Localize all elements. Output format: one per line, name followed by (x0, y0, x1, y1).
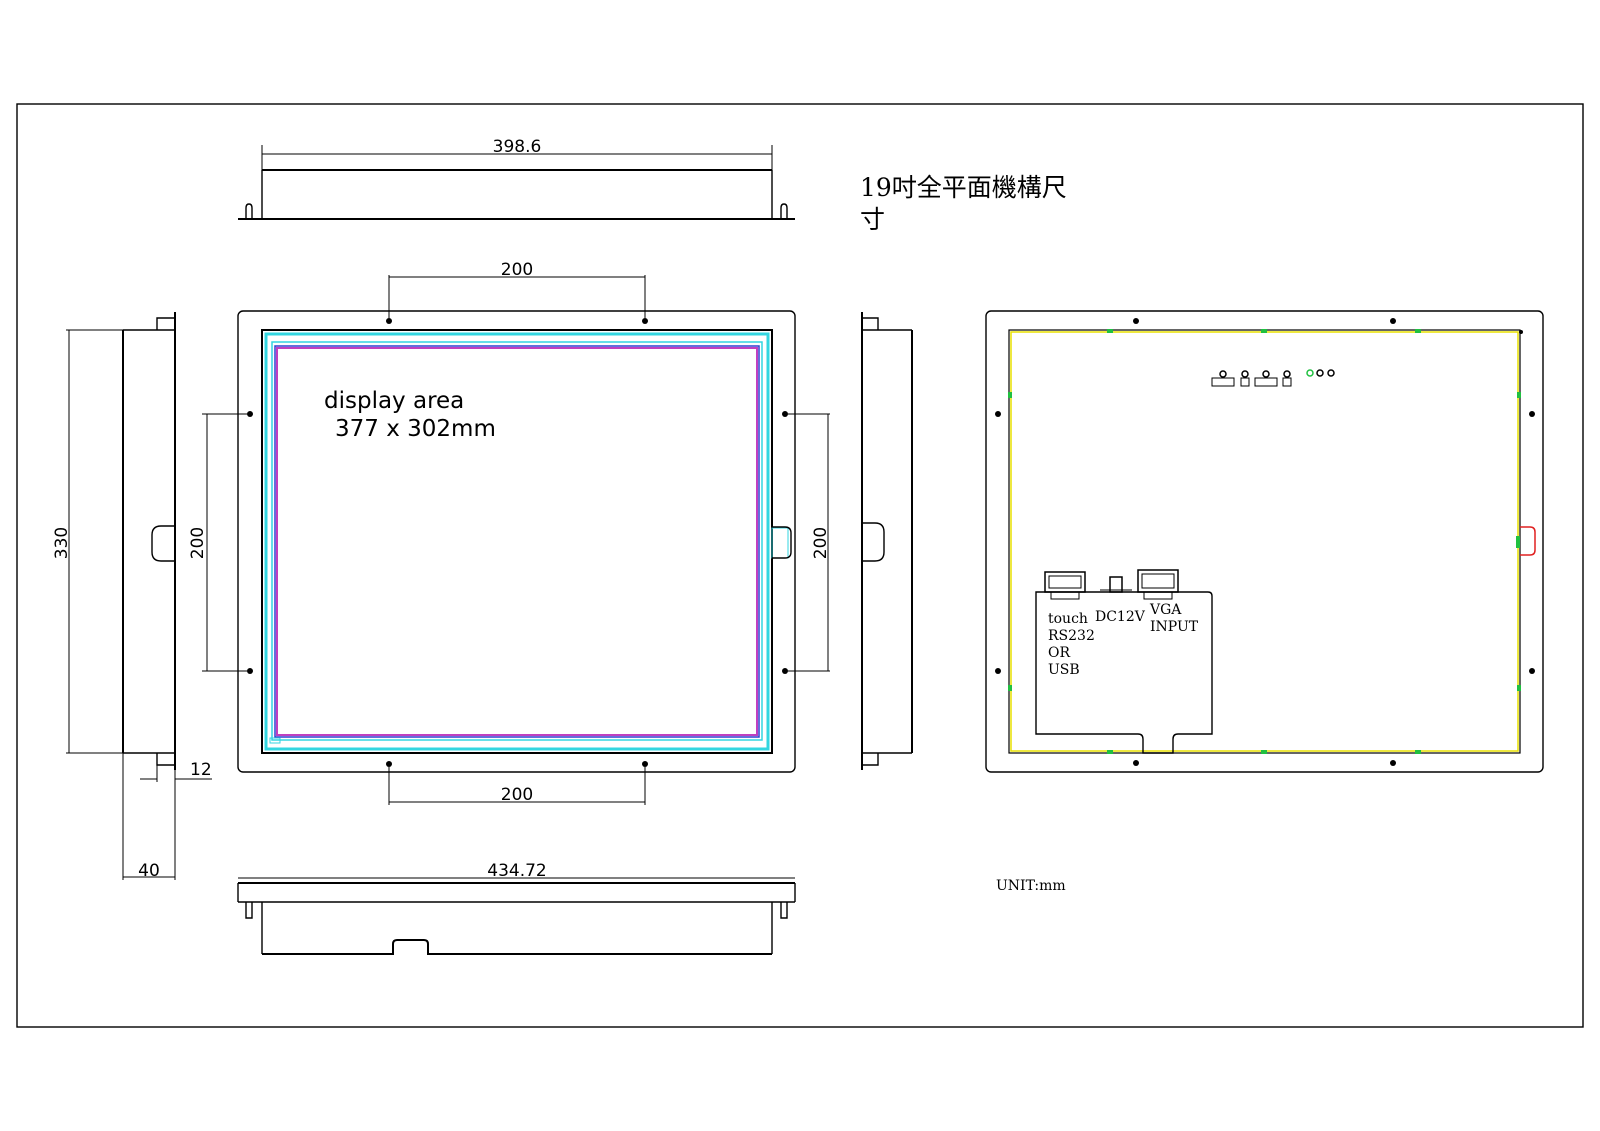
unit-label: UNIT:mm (996, 878, 1066, 894)
board-outline (1010, 331, 1519, 752)
bottom-width-dimension: 434.72 (487, 861, 546, 881)
back-view: touch RS232 OR USB DC12V VGA INPUT (985, 310, 1544, 773)
height-dimension: 330 (52, 527, 72, 559)
vesa-left-dimension: 200 (188, 527, 208, 559)
top-view: 398.6 (238, 137, 795, 220)
top-width-dimension: 398.6 (493, 137, 542, 157)
display-area-size: 377 x 302mm (335, 416, 496, 442)
osd-button-cluster (1211, 369, 1335, 387)
drawing-frame (16, 103, 1584, 1028)
depth-dimension: 40 (138, 861, 160, 881)
vesa-bottom-dimension: 200 (501, 785, 533, 805)
front-view: display area 377 x 302mm 200 200 200 200 (188, 260, 831, 805)
connector-board (1035, 591, 1213, 754)
panel-bezel-outline (264, 332, 770, 751)
drawing-title-line2: 寸 (860, 205, 885, 234)
display-area-label: display area (324, 388, 464, 414)
vga-connector-icon (1137, 569, 1179, 600)
dc-power-label: DC12V (1095, 609, 1146, 625)
touch-connector-icon (1044, 571, 1086, 600)
power-led-icon (1306, 369, 1314, 377)
flange-dimension: 12 (190, 760, 212, 780)
vesa-right-dimension: 200 (811, 527, 831, 559)
left-side-view: 330 40 12 (52, 312, 212, 881)
touch-label-line1: touch (1048, 611, 1088, 627)
touch-label-line3: OR (1048, 645, 1070, 661)
bottom-view: 434.72 (237, 861, 796, 955)
vesa-top-dimension: 200 (501, 260, 533, 280)
drawing-title-line1: 19吋全平面機構尺 (860, 173, 1067, 202)
touch-label-line2: RS232 (1048, 628, 1095, 644)
dc-jack-icon (1100, 576, 1132, 593)
active-display-area (276, 347, 758, 736)
vga-label-line1: VGA (1149, 602, 1182, 618)
right-side-view (861, 312, 913, 770)
vga-label-line2: INPUT (1150, 619, 1199, 635)
touch-label-line4: USB (1048, 662, 1080, 678)
